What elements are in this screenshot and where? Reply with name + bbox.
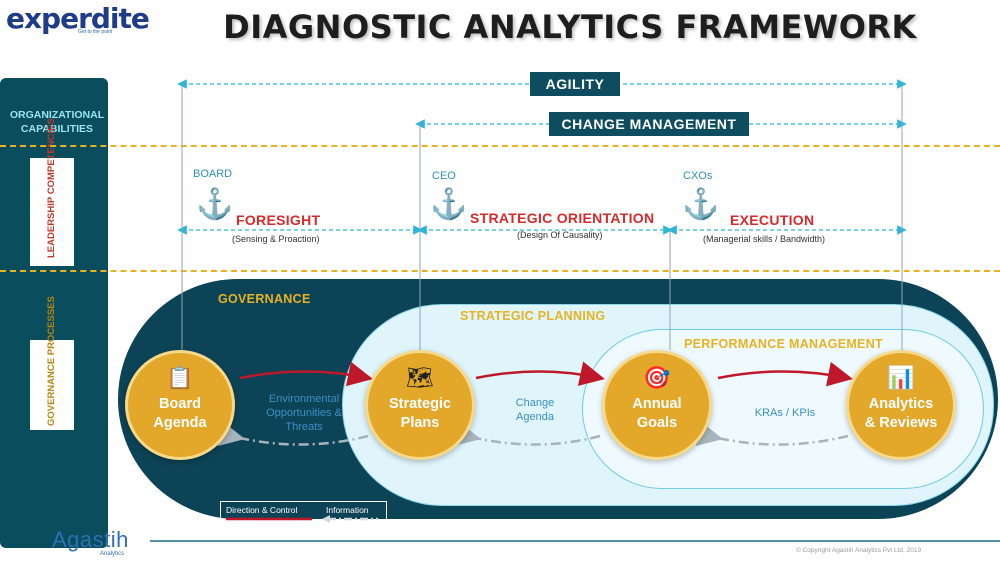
target-icon: 🎯 bbox=[643, 365, 671, 390]
change-management-bar: CHANGE MANAGEMENT bbox=[549, 112, 749, 136]
bottom-dashed-divider bbox=[0, 270, 1000, 272]
anchor-icon: ⚓ bbox=[196, 188, 234, 221]
annual-goals-line1: Annual bbox=[632, 396, 682, 412]
strategic-orientation-title: STRATEGIC ORIENTATION bbox=[470, 210, 655, 226]
governance-processes-box: GOVERNANCE PROCESSES bbox=[30, 296, 74, 430]
organizational-capabilities-label: ORGANIZATIONAL CAPABILITIES bbox=[9, 109, 105, 135]
strategic-plans-line2: Plans bbox=[400, 415, 440, 431]
anchor-icon: ⚓ bbox=[430, 188, 468, 221]
legend-information: Information bbox=[326, 505, 369, 515]
foresight-title: FORESIGHT bbox=[236, 212, 321, 228]
analytics-reviews-line2: & Reviews bbox=[864, 415, 938, 431]
legend-direction-control: Direction & Control bbox=[226, 505, 298, 515]
change-agenda-line1: Change bbox=[515, 397, 555, 409]
bar-chart-icon: 📊 bbox=[887, 365, 915, 390]
change-agenda-label: Change Agenda bbox=[490, 396, 580, 424]
strategic-planning-label: STRATEGIC PLANNING bbox=[460, 309, 606, 323]
board-agenda-line2: Agenda bbox=[153, 415, 207, 431]
anchor-icon: ⚓ bbox=[682, 188, 720, 221]
board-agenda-line1: Board bbox=[159, 396, 201, 412]
clipboard-icon: 📋 bbox=[166, 365, 194, 390]
environmental-label: Environmental Opportunities & Threats bbox=[244, 392, 364, 434]
analytics-reviews-line1: Analytics bbox=[868, 396, 934, 412]
role-board: BOARD bbox=[193, 168, 233, 180]
legend bbox=[220, 501, 387, 527]
agastih-subtitle: Analytics bbox=[100, 551, 125, 557]
kras-kpis-label: KRAs / KPIs bbox=[754, 407, 816, 419]
leadership-competencies-box: LEADERSHIP COMPETENCIES bbox=[30, 118, 74, 266]
execution-title: EXECUTION bbox=[730, 212, 815, 228]
page-title: DIAGNOSTIC ANALYTICS FRAMEWORK bbox=[223, 8, 917, 46]
role-ceo: CEO bbox=[432, 170, 456, 182]
environmental-line2: Opportunities & bbox=[266, 407, 342, 419]
left-column bbox=[0, 78, 108, 548]
role-cxos: CXOs bbox=[683, 170, 713, 182]
strategy-board-icon: 🗺 bbox=[406, 365, 434, 390]
execution-subtitle: (Managerial skills / Bandwidth) bbox=[703, 234, 826, 244]
strategic-orientation-subtitle: (Design Of Causality) bbox=[517, 230, 603, 240]
agility-bar: AGILITY bbox=[530, 72, 620, 96]
copyright-text: © Copyright Agastih Analytics Pvt Ltd, 2… bbox=[796, 547, 922, 554]
change-agenda-line2: Agenda bbox=[516, 411, 554, 423]
environmental-line3: Threats bbox=[285, 421, 323, 433]
logo-tagline: Get to the point bbox=[78, 29, 113, 35]
logo-text: experdite bbox=[6, 2, 150, 35]
environmental-line1: Environmental bbox=[268, 393, 340, 405]
top-dashed-divider bbox=[0, 145, 1000, 147]
foresight-subtitle: (Sensing & Proaction) bbox=[232, 234, 320, 244]
governance-label: GOVERNANCE bbox=[218, 292, 311, 306]
analytics-reviews-node: 📊 Analytics & Reviews bbox=[846, 350, 956, 460]
annual-goals-line2: Goals bbox=[636, 415, 678, 431]
agastih-logo: Agastih bbox=[52, 527, 129, 552]
performance-management-label: PERFORMANCE MANAGEMENT bbox=[684, 337, 883, 351]
strategic-plans-line1: Strategic bbox=[388, 396, 452, 412]
